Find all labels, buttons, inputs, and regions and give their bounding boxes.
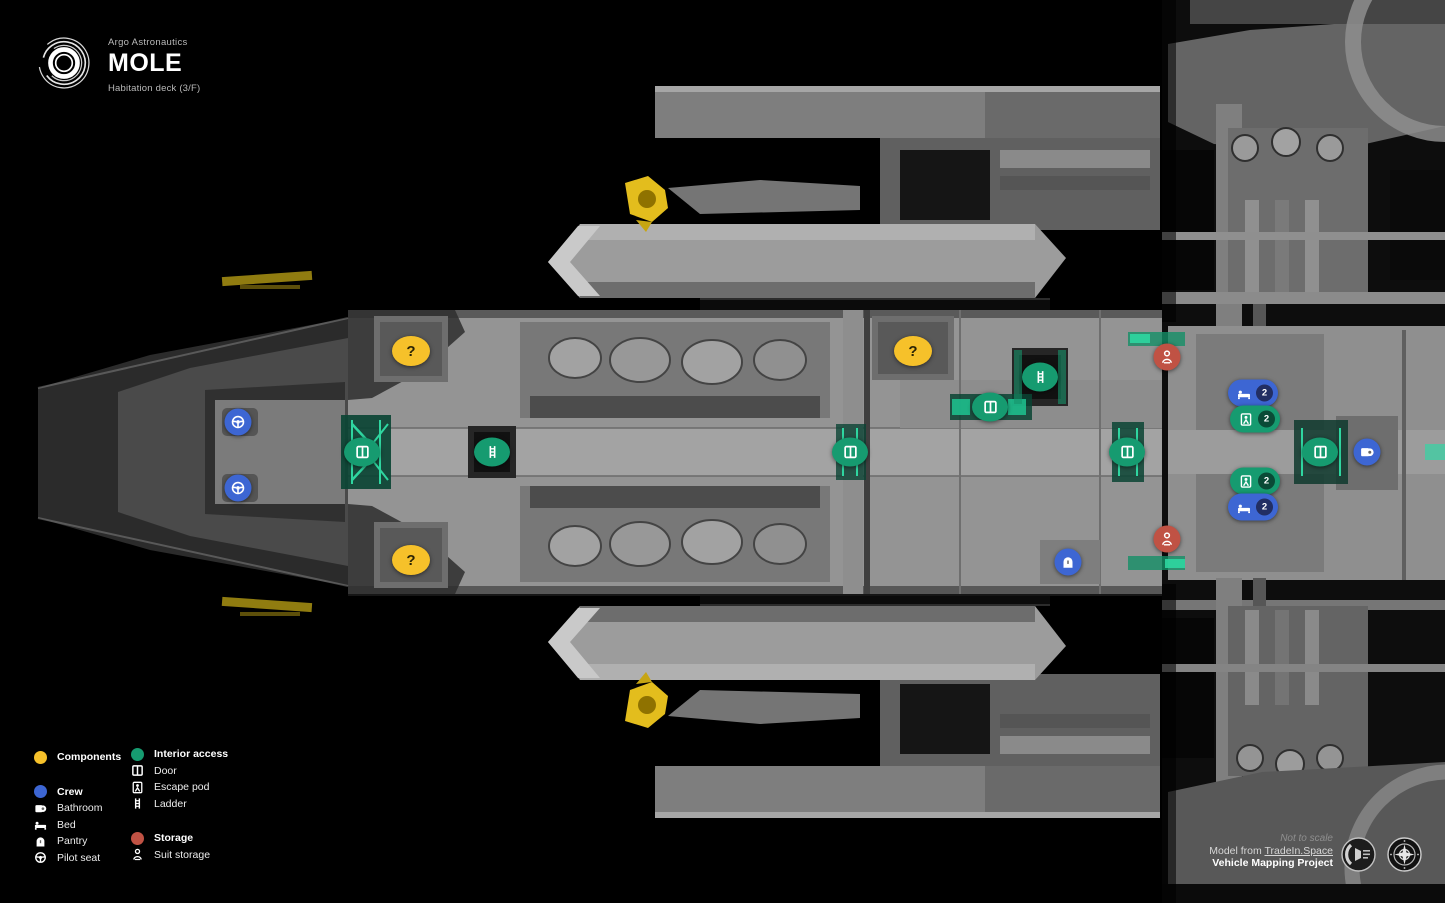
ladder-icon [130, 797, 145, 810]
pilot-seat-icon [33, 851, 48, 864]
door-marker[interactable] [1109, 437, 1145, 467]
suit-storage-icon [1160, 350, 1175, 365]
door-marker[interactable] [1302, 437, 1338, 467]
count-badge: 2 [1258, 410, 1275, 428]
manufacturer-label: Argo Astronautics [108, 37, 188, 48]
legend-dot-icon [33, 750, 48, 764]
door-marker[interactable] [344, 437, 380, 467]
escape-pod-icon [1239, 412, 1253, 426]
legend-item-crew: Crew [33, 784, 121, 801]
legend-label: Bathroom [57, 802, 103, 815]
pantry-icon [33, 835, 48, 848]
legend-label: Door [154, 764, 177, 777]
legend-label: Ladder [154, 797, 187, 810]
legend-dot-icon [130, 831, 145, 845]
question-label: ? [908, 342, 918, 360]
ship-name: MOLE [108, 49, 183, 77]
legend-label: Pilot seat [57, 851, 101, 864]
legend-label: Suit storage [154, 848, 211, 861]
pilot-seat-marker[interactable] [224, 408, 252, 436]
component-unknown-marker[interactable]: ? [392, 336, 430, 366]
vehicle-mapping-project-logo-icon[interactable] [1386, 836, 1423, 873]
pilot-seat-icon [231, 415, 246, 430]
citizen-tools-logo-icon[interactable] [1340, 836, 1377, 873]
escape-pod-icon [1239, 474, 1253, 488]
bed-icon [1237, 386, 1251, 400]
legend-label: Interior access [154, 748, 229, 761]
legend-dot-icon [130, 747, 145, 761]
bed-icon [33, 818, 48, 831]
legend-label: Pantry [57, 835, 88, 848]
question-label: ? [406, 342, 416, 360]
escape-pod-count-pill[interactable]: 2 [1230, 467, 1280, 495]
ladder-marker[interactable] [1022, 362, 1058, 392]
bathroom-icon [33, 802, 48, 815]
door-icon [1313, 445, 1328, 460]
legend-item-pilot-seat: Pilot seat [33, 850, 121, 867]
escape-pod-count-pill[interactable]: 2 [1230, 405, 1280, 433]
top-arm [548, 86, 1160, 314]
component-unknown-marker[interactable]: ? [392, 545, 430, 575]
legend-label: Components [57, 751, 122, 764]
legend-item-interior-access: Interior access [130, 746, 228, 763]
pilot-seat-marker[interactable] [224, 474, 252, 502]
count-badge: 2 [1256, 498, 1273, 516]
legend-label: Crew [57, 785, 83, 798]
model-credit: Model from TradeIn.Space [1209, 844, 1334, 857]
ladder-icon [485, 445, 500, 460]
count-badge: 2 [1256, 384, 1273, 402]
question-label: ? [406, 551, 416, 569]
escape-pod-icon [130, 781, 145, 794]
door-marker[interactable] [972, 392, 1008, 422]
door-icon [983, 400, 998, 415]
suit-storage-icon [1160, 532, 1175, 547]
credits: Not to scale Model from TradeIn.Space Ve… [1209, 833, 1333, 870]
header: Argo Astronautics MOLE Habitation deck (… [37, 36, 200, 94]
main-hull [348, 300, 1162, 604]
legend-label: Escape pod [154, 781, 210, 794]
ladder-icon [1033, 370, 1048, 385]
bed-count-pill[interactable]: 2 [1228, 493, 1278, 521]
suit-storage-marker[interactable] [1153, 525, 1181, 553]
project-credit: Vehicle Mapping Project [1212, 857, 1333, 870]
legend-item-ladder: Ladder [130, 796, 228, 813]
legend-item-storage: Storage [130, 830, 228, 847]
suit-storage-icon [130, 848, 145, 861]
legend-item-components: Components [33, 749, 121, 766]
ladder-marker[interactable] [474, 437, 510, 467]
door-icon [843, 445, 858, 460]
door-icon [355, 445, 370, 460]
door-icon [130, 764, 145, 777]
pilot-seat-icon [231, 481, 246, 496]
bed-icon [1237, 500, 1251, 514]
component-highlight [221, 176, 668, 728]
count-badge: 2 [1258, 472, 1275, 490]
bathroom-marker[interactable] [1353, 438, 1381, 466]
pantry-marker[interactable] [1054, 548, 1082, 576]
door-icon [1120, 445, 1135, 460]
legend-dot-icon [33, 785, 48, 799]
not-to-scale-note: Not to scale [1280, 833, 1333, 844]
legend-item-pantry: Pantry [33, 833, 121, 850]
bed-count-pill[interactable]: 2 [1228, 379, 1278, 407]
argo-logo-icon [38, 37, 90, 89]
pantry-icon [1061, 555, 1076, 570]
legend-label: Storage [154, 832, 194, 845]
deck-label: Habitation deck (3/F) [108, 83, 201, 94]
legend-item-bathroom: Bathroom [33, 800, 121, 817]
legend-item-escape-pod: Escape pod [130, 779, 228, 796]
legend-item-door: Door [130, 763, 228, 780]
suit-storage-marker[interactable] [1153, 343, 1181, 371]
legend-label: Bed [57, 818, 76, 831]
component-unknown-marker[interactable]: ? [894, 336, 932, 366]
legend-item-bed: Bed [33, 817, 121, 834]
door-marker[interactable] [832, 437, 868, 467]
tradein-space-link[interactable]: TradeIn.Space [1264, 844, 1334, 857]
bathroom-icon [1360, 445, 1375, 460]
legend-item-suit-storage: Suit storage [130, 847, 228, 864]
